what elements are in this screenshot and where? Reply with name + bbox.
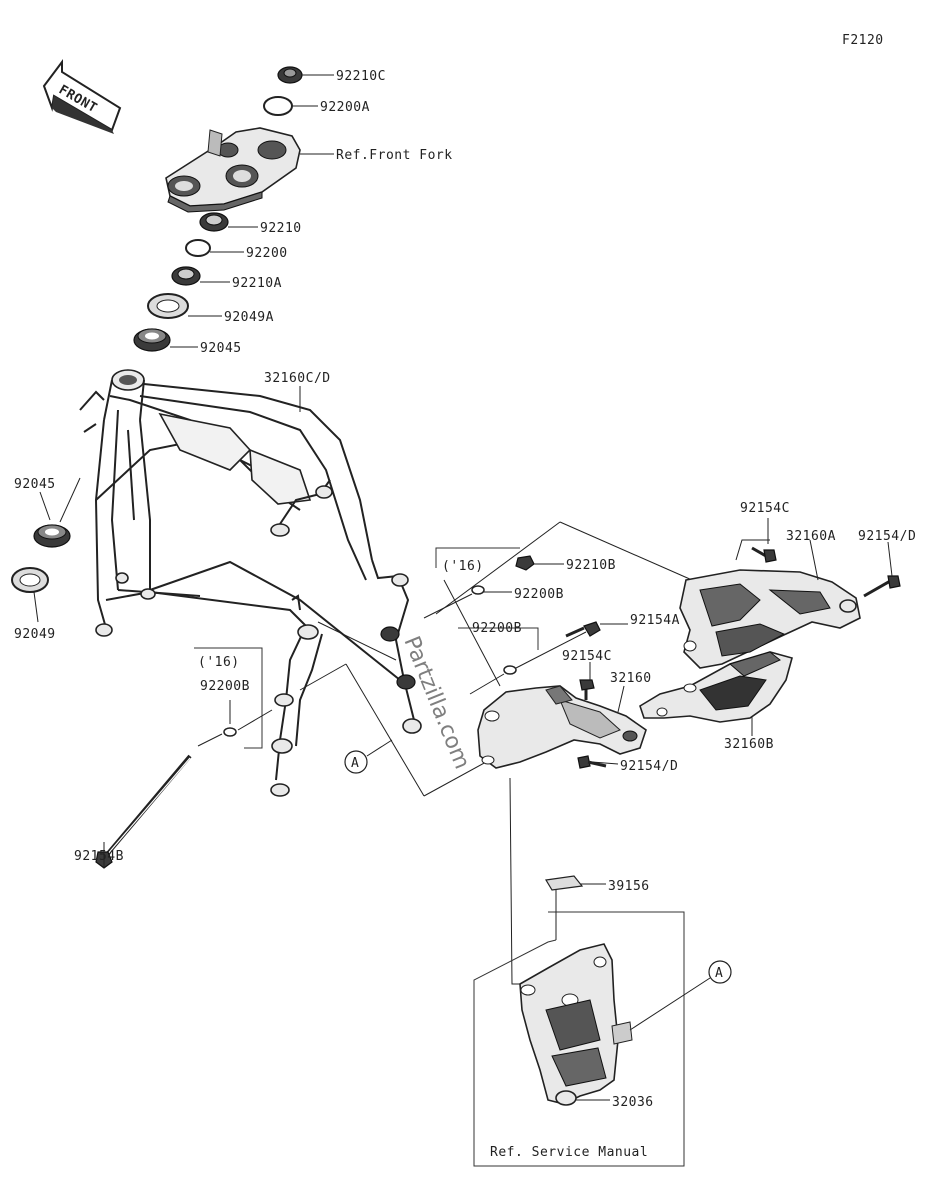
bolt-92154C-top-icon [751,546,777,563]
washer-92200B-top-icon [471,585,485,595]
year-note-left: ('16) [198,655,240,670]
seal-92049A-icon [147,293,189,319]
washer-92200B-mid-icon [503,665,517,675]
washer-92200B-left-icon [223,727,237,737]
label-92154B: 92154B [74,849,124,864]
figure-code: F2120 [842,33,884,48]
label-92200A: 92200A [320,100,370,115]
washer-92200A-icon [263,96,293,116]
year-note-top: ('16) [442,559,484,574]
label-92154C-top: 92154C [740,501,790,516]
label-92049: 92049 [14,627,56,642]
nut-92210-icon [199,212,229,232]
bracket-32160-icon [477,685,647,769]
callout-a-right: A [708,960,732,984]
triple-clamp-icon [165,127,301,213]
bracket-32160B-icon [639,651,793,723]
main-frame-icon [79,369,422,797]
nut-92210B-icon [515,555,535,571]
ref-front-fork: Ref.Front Fork [336,148,453,163]
nut-92210C-icon [277,66,303,84]
label-32160CD: 32160C/D [264,371,331,386]
label-32160B: 32160B [724,737,774,752]
engine-bracket-32036-icon [519,943,633,1106]
callout-a-left: A [344,750,368,774]
bracket-32160A-icon [679,569,861,669]
label-92045-side: 92045 [14,477,56,492]
label-92154D-top: 92154/D [858,529,916,544]
callout-a-right-letter: A [715,966,723,981]
label-32160: 32160 [610,671,652,686]
label-92210B: 92210B [566,558,616,573]
washer-92200-icon [185,239,211,257]
label-92049A: 92049A [224,310,274,325]
label-92154A: 92154A [630,613,680,628]
label-92210: 92210 [260,221,302,236]
label-32160A: 32160A [786,529,836,544]
callout-a-left-letter: A [351,756,359,771]
seal-92049-icon [11,567,49,593]
label-92200B-left: 92200B [200,679,250,694]
label-39156: 39156 [608,879,650,894]
label-92154D-mid: 92154/D [620,759,678,774]
label-92200B-top: 92200B [514,587,564,602]
bearing-92045-side-icon [33,524,71,548]
front-arrow-icon: FRONT [42,59,122,134]
label-92045-top: 92045 [200,341,242,356]
bearing-92045-top-icon [133,328,171,352]
nut-92210A-icon [171,266,201,286]
label-92200B-mid: 92200B [472,621,522,636]
bolt-92154D-mid-icon [577,755,607,769]
bolt-92154A-icon [565,621,601,638]
label-92200: 92200 [246,246,288,261]
bolt-92154D-top-icon [863,575,901,598]
label-92154C-mid: 92154C [562,649,612,664]
label-92210C: 92210C [336,69,386,84]
label-92210A: 92210A [232,276,282,291]
bolt-92154C-mid-icon [579,679,595,700]
ref-service-manual: Ref. Service Manual [490,1145,648,1160]
label-32036: 32036 [612,1095,654,1110]
label-tag-39156-icon [545,875,584,891]
